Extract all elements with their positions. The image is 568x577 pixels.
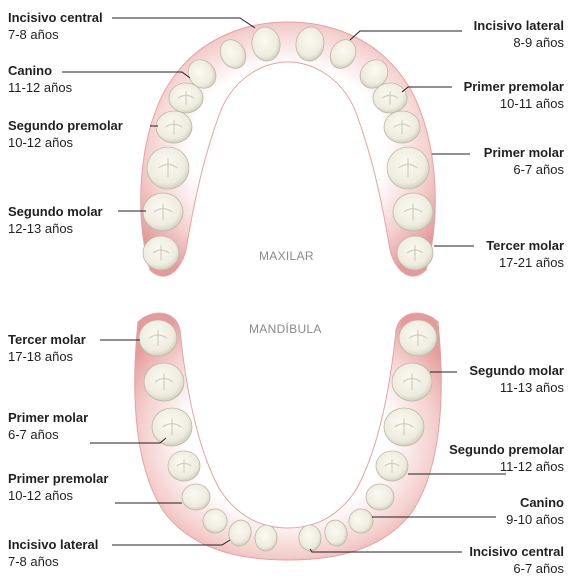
eruption-age: 8-9 años xyxy=(474,34,564,51)
leader-lines xyxy=(62,18,506,552)
upper-second-molar-left-icon xyxy=(143,193,183,231)
eruption-age: 6-7 años xyxy=(469,560,564,577)
label-upper-primer-molar: Primer molar 6-7 años xyxy=(484,144,564,178)
eruption-age: 10-12 años xyxy=(8,134,123,151)
label-lower-segundo-molar: Segundo molar 11-13 años xyxy=(469,362,564,396)
lower-first-molar-left-icon xyxy=(152,408,192,446)
leader-line xyxy=(62,72,190,78)
lower-third-molar-left-icon xyxy=(139,320,177,356)
lower-first-molar-right-icon xyxy=(384,408,424,446)
tooth-name: Segundo molar xyxy=(8,203,103,220)
tooth-name: Incisivo central xyxy=(469,543,564,560)
label-lower-segundo-premolar: Segundo premolar 11-12 años xyxy=(449,441,564,475)
lower-first-premolar-right-icon xyxy=(366,484,394,510)
tooth-name: Primer premolar xyxy=(464,78,564,95)
leader-line xyxy=(112,18,255,28)
label-lower-tercer-molar: Tercer molar 17-18 años xyxy=(8,331,86,365)
label-upper-incisivo-central: Incisivo central 7-8 años xyxy=(8,9,103,43)
leader-line xyxy=(350,31,462,40)
eruption-age: 11-12 años xyxy=(449,458,564,475)
upper-first-molar-left-icon xyxy=(147,147,189,189)
eruption-age: 6-7 años xyxy=(484,161,564,178)
upper-third-molar-left-icon xyxy=(143,236,179,270)
label-upper-canino: Canino 11-12 años xyxy=(8,62,72,96)
upper-first-premolar-left-icon xyxy=(169,83,203,113)
tooth-name: Primer molar xyxy=(484,144,564,161)
tooth-name: Incisivo lateral xyxy=(474,17,564,34)
tooth-name: Primer molar xyxy=(8,409,88,426)
lower-second-molar-right-icon xyxy=(392,363,432,401)
eruption-age: 10-12 años xyxy=(8,487,108,504)
tooth-name: Tercer molar xyxy=(8,331,86,348)
eruption-age: 17-18 años xyxy=(8,348,86,365)
tooth-name: Canino xyxy=(506,494,564,511)
tooth-name: Segundo premolar xyxy=(8,117,123,134)
eruption-age: 11-13 años xyxy=(469,379,564,396)
label-upper-segundo-molar: Segundo molar 12-13 años xyxy=(8,203,103,237)
lower-first-premolar-left-icon xyxy=(182,484,210,510)
tooth-name: Primer premolar xyxy=(8,470,108,487)
upper-second-premolar-left-icon xyxy=(156,111,192,143)
lower-third-molar-right-icon xyxy=(399,320,437,356)
eruption-age: 11-12 años xyxy=(8,79,72,96)
label-upper-incisivo-lateral: Incisivo lateral 8-9 años xyxy=(474,17,564,51)
upper-second-molar-right-icon xyxy=(393,193,433,231)
tooth-name: Incisivo central xyxy=(8,9,103,26)
eruption-age: 7-8 años xyxy=(8,26,103,43)
label-lower-primer-molar: Primer molar 6-7 años xyxy=(8,409,88,443)
label-lower-incisivo-lateral: Incisivo lateral 7-8 años xyxy=(8,536,98,570)
tooth-name: Segundo premolar xyxy=(449,441,564,458)
upper-first-molar-right-icon xyxy=(387,147,429,189)
eruption-age: 17-21 años xyxy=(486,254,564,271)
label-upper-tercer-molar: Tercer molar 17-21 años xyxy=(486,237,564,271)
tooth-name: Tercer molar xyxy=(486,237,564,254)
upper-third-molar-right-icon xyxy=(397,236,433,270)
upper-jaw-title: MAXILAR xyxy=(259,249,314,263)
eruption-age: 7-8 años xyxy=(8,553,98,570)
upper-second-premolar-right-icon xyxy=(384,111,420,143)
label-lower-canino: Canino 9-10 años xyxy=(506,494,564,528)
label-upper-segundo-premolar: Segundo premolar 10-12 años xyxy=(8,117,123,151)
label-lower-primer-premolar: Primer premolar 10-12 años xyxy=(8,470,108,504)
lower-second-premolar-right-icon xyxy=(376,451,408,481)
eruption-age: 6-7 años xyxy=(8,426,88,443)
tooth-name: Segundo molar xyxy=(469,362,564,379)
tooth-name: Incisivo lateral xyxy=(8,536,98,553)
lower-second-premolar-left-icon xyxy=(168,451,200,481)
upper-first-premolar-right-icon xyxy=(373,83,407,113)
eruption-age: 12-13 años xyxy=(8,220,103,237)
upper-gum xyxy=(141,22,436,276)
label-lower-incisivo-central: Incisivo central 6-7 años xyxy=(469,543,564,577)
lower-second-molar-left-icon xyxy=(144,363,184,401)
eruption-age: 10-11 años xyxy=(464,95,564,112)
eruption-age: 9-10 años xyxy=(506,511,564,528)
tooth-name: Canino xyxy=(8,62,72,79)
label-upper-primer-premolar: Primer premolar 10-11 años xyxy=(464,78,564,112)
lower-jaw-title: MANDÍBULA xyxy=(249,322,322,336)
